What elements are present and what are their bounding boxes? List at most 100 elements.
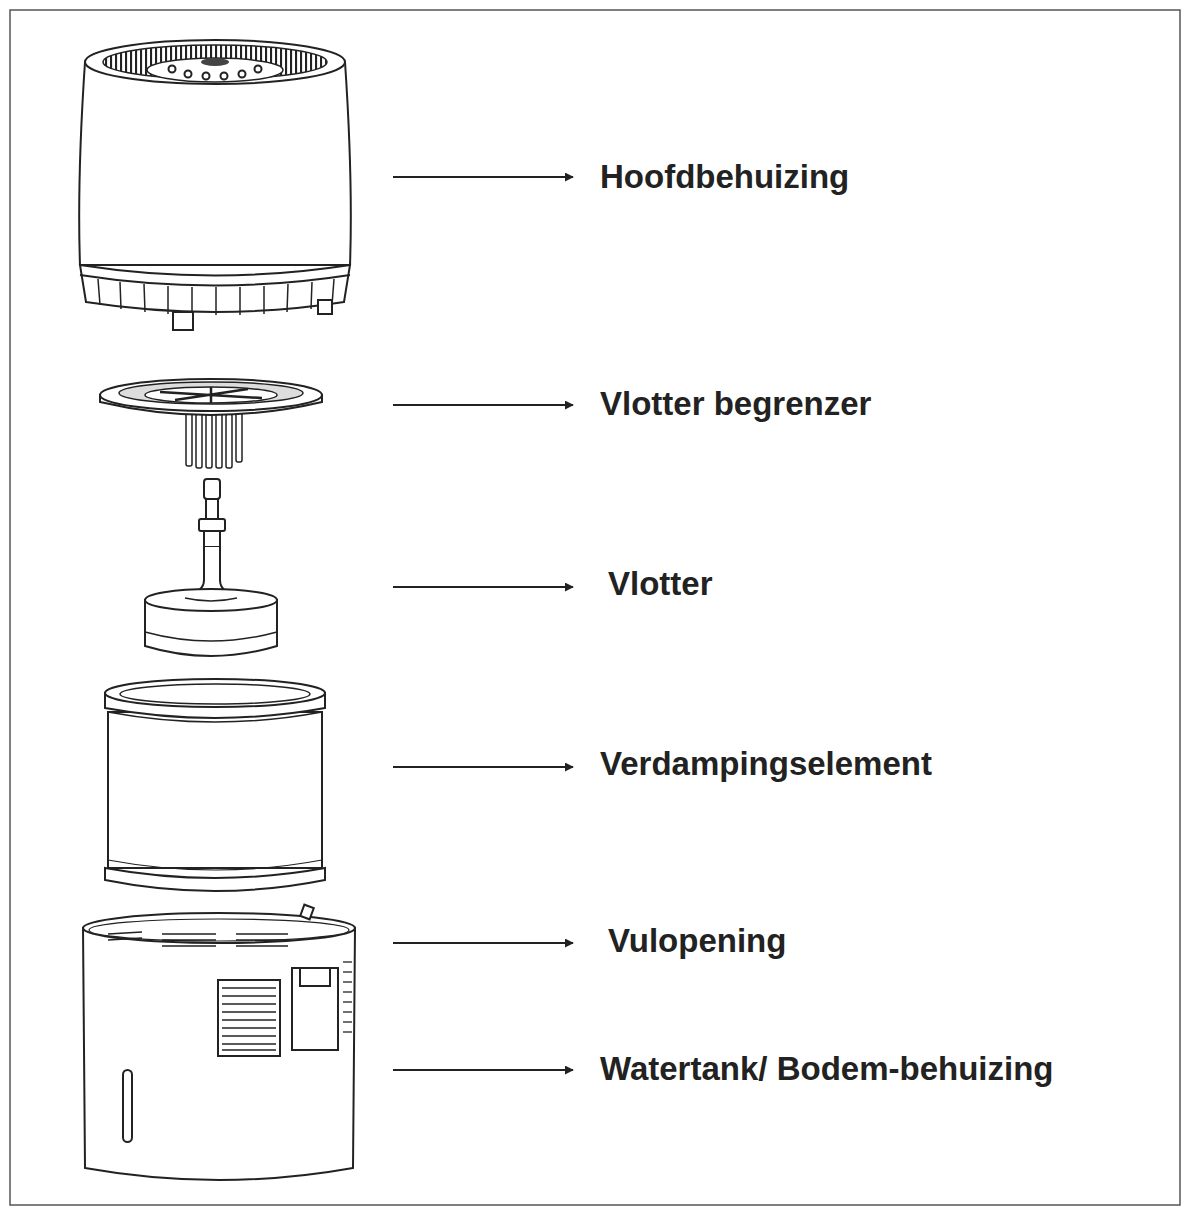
- float-part: [204, 479, 220, 499]
- float-part: [204, 531, 220, 547]
- main-housing-part-part: [120, 282, 121, 309]
- main-housing-part: [85, 40, 345, 84]
- water-tank-part: [300, 968, 330, 986]
- water-tank-part-part: [343, 1001, 352, 1002]
- float-limiter-part-part: [236, 412, 242, 462]
- float-limiter-part-part: [216, 414, 222, 468]
- water-tank-part-part: [222, 1043, 276, 1044]
- float-part: [185, 598, 237, 601]
- part-label: Vlotter begrenzer: [600, 386, 871, 422]
- water-tank-part-part: [236, 934, 288, 946]
- main-housing-part: [80, 265, 350, 312]
- main-housing-part-part: [311, 282, 312, 309]
- float-limiter-part-part: [186, 412, 192, 466]
- part-label: Vlotter: [608, 566, 713, 602]
- main-housing-part-part: [239, 287, 241, 315]
- main-housing-part-part: [287, 284, 288, 312]
- main-housing-part: [98, 279, 334, 315]
- water-tank-part-part: [222, 1035, 276, 1036]
- main-housing: [79, 40, 351, 330]
- float-limiter-part: [186, 412, 242, 468]
- water-tank-part: [222, 988, 276, 1050]
- main-housing-part: [255, 66, 262, 73]
- main-housing-part: [185, 71, 192, 78]
- float-limiter-part: [160, 387, 262, 403]
- water-tank-part-part: [343, 971, 352, 972]
- water-tank-part-part: [343, 1021, 352, 1022]
- leader-arrow: [393, 177, 573, 1070]
- main-housing-part: [203, 73, 210, 80]
- main-housing-part-part: [263, 286, 265, 314]
- main-housing-part-part: [98, 279, 100, 305]
- part-label: Watertank/ Bodem-behuizing: [600, 1051, 1053, 1087]
- main-housing-part-part: [215, 287, 217, 315]
- water-tank-part: [108, 932, 288, 946]
- water-tank-part: [83, 913, 355, 943]
- water-tank-part-part: [222, 1027, 276, 1028]
- main-housing-part: [201, 58, 229, 66]
- main-housing-part: [318, 300, 332, 314]
- part-label: Hoofdbehuizing: [600, 159, 849, 195]
- float-limiter-part-part: [226, 414, 232, 468]
- leader-arrow-part: [393, 404, 573, 406]
- water-tank-part: [292, 968, 338, 1050]
- float-part: [206, 499, 218, 519]
- leader-arrow-part: [393, 176, 573, 178]
- water-tank-part: [89, 919, 349, 941]
- evaporation-element: [105, 679, 325, 891]
- float-limiter-part: [145, 387, 277, 403]
- main-housing-part: [221, 73, 228, 80]
- water-tank-part-part: [222, 987, 276, 988]
- water-tank-part: [300, 905, 314, 920]
- main-housing-part-part: [144, 284, 145, 312]
- evaporation-element-part: [108, 712, 322, 868]
- float-limiter: [100, 379, 322, 468]
- water-tank-part-part: [222, 1019, 276, 1020]
- main-housing-part: [147, 58, 283, 82]
- leader-arrow-part: [393, 586, 573, 588]
- main-housing-part: [79, 62, 351, 265]
- water-tank-part-part: [343, 981, 352, 982]
- float-limiter-part: [119, 382, 303, 404]
- water-tank-part-part: [343, 991, 352, 992]
- leader-arrow-part: [393, 766, 573, 768]
- evaporation-element-part: [105, 868, 325, 891]
- water-tank-part-part: [162, 934, 216, 946]
- main-housing-part-part: [191, 287, 193, 315]
- water-tank-part-part: [222, 1003, 276, 1004]
- water-tank-part: [83, 928, 355, 1180]
- float: [145, 479, 277, 656]
- main-housing-part-part: [167, 286, 169, 314]
- leader-arrow-part: [393, 942, 573, 944]
- water-tank-part-part: [108, 932, 142, 940]
- water-tank-part-part: [343, 1031, 352, 1032]
- evaporation-element-part: [120, 684, 310, 704]
- water-tank-part-part: [222, 1011, 276, 1012]
- water-tank-part: [123, 1070, 132, 1142]
- water-tank: [83, 905, 355, 1180]
- main-housing-part: [173, 312, 193, 330]
- float-limiter-part-part: [206, 414, 212, 468]
- water-tank-part: [343, 962, 352, 1032]
- water-tank-part-part: [343, 1011, 352, 1012]
- float-part: [199, 519, 225, 531]
- float-limiter-part-part: [196, 414, 202, 468]
- main-housing-part: [239, 71, 246, 78]
- water-tank-part-part: [222, 1049, 276, 1050]
- part-label: Verdampingselement: [600, 746, 932, 782]
- float-limiter-part: [100, 379, 322, 411]
- water-tank-part: [218, 980, 280, 1056]
- leader-arrow-part: [393, 1069, 573, 1071]
- part-label: Vulopening: [608, 923, 786, 959]
- frame-border: [10, 10, 1180, 1205]
- evaporation-element-part: [105, 679, 325, 707]
- water-tank-part-part: [222, 995, 276, 996]
- main-housing-part: [169, 66, 176, 73]
- water-tank-part-part: [343, 961, 352, 962]
- float-part: [145, 632, 277, 641]
- evaporation-element-part: [108, 860, 322, 870]
- evaporation-element-part: [108, 712, 322, 722]
- float-part: [145, 589, 277, 611]
